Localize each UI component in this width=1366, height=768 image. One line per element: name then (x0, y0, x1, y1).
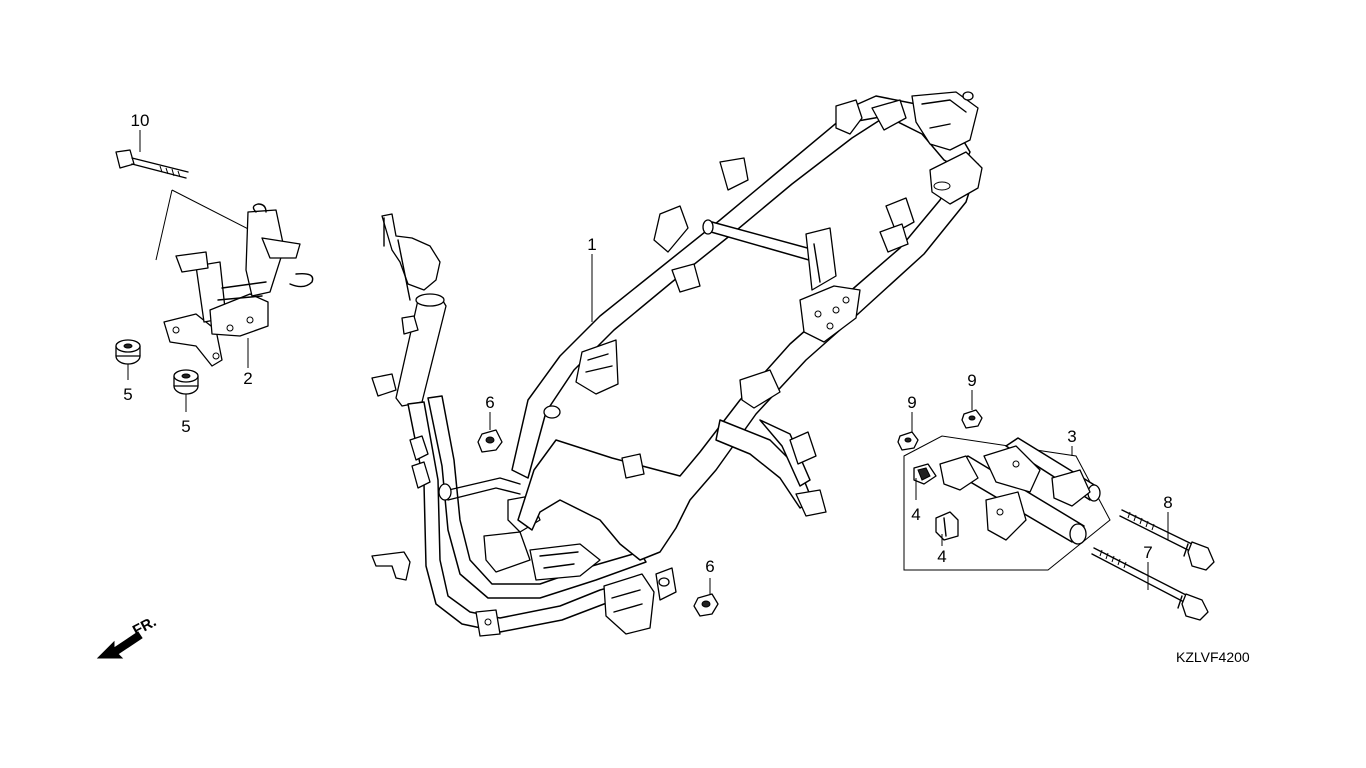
washer-9b (961, 409, 983, 429)
callout-4a: 4 (911, 505, 920, 524)
engine-hanger-3 (903, 435, 1111, 571)
callout-9b: 9 (967, 371, 976, 390)
callout-2: 2 (243, 369, 252, 388)
leader-lines (127, 130, 1169, 594)
frame-body (371, 91, 983, 637)
front-direction-arrow-icon: FR. (96, 613, 159, 659)
bracket-assembly-2 (115, 149, 314, 367)
diagram-reference-code: KZLVF4200 (1176, 649, 1250, 665)
callout-1: 1 (587, 235, 596, 254)
callout-3: 3 (1067, 427, 1076, 446)
rubber-grommet-5b (173, 369, 199, 395)
nut-6b (693, 593, 719, 617)
callout-6b: 6 (705, 557, 714, 576)
callout-6a: 6 (485, 393, 494, 412)
callout-5b: 5 (181, 417, 190, 436)
callout-5a: 5 (123, 385, 132, 404)
callout-labels: 1 2 3 4 4 5 5 6 6 7 8 9 9 10 (123, 111, 1172, 576)
callout-7: 7 (1143, 543, 1152, 562)
callout-9a: 9 (907, 393, 916, 412)
callout-8: 8 (1163, 493, 1172, 512)
washer-9a (897, 431, 919, 451)
bolt-8 (1119, 509, 1215, 571)
callout-4b: 4 (937, 547, 946, 566)
callout-10: 10 (131, 111, 150, 130)
bolt-7 (1091, 547, 1209, 621)
rubber-grommet-5a (115, 339, 141, 365)
nut-6a (477, 429, 503, 453)
